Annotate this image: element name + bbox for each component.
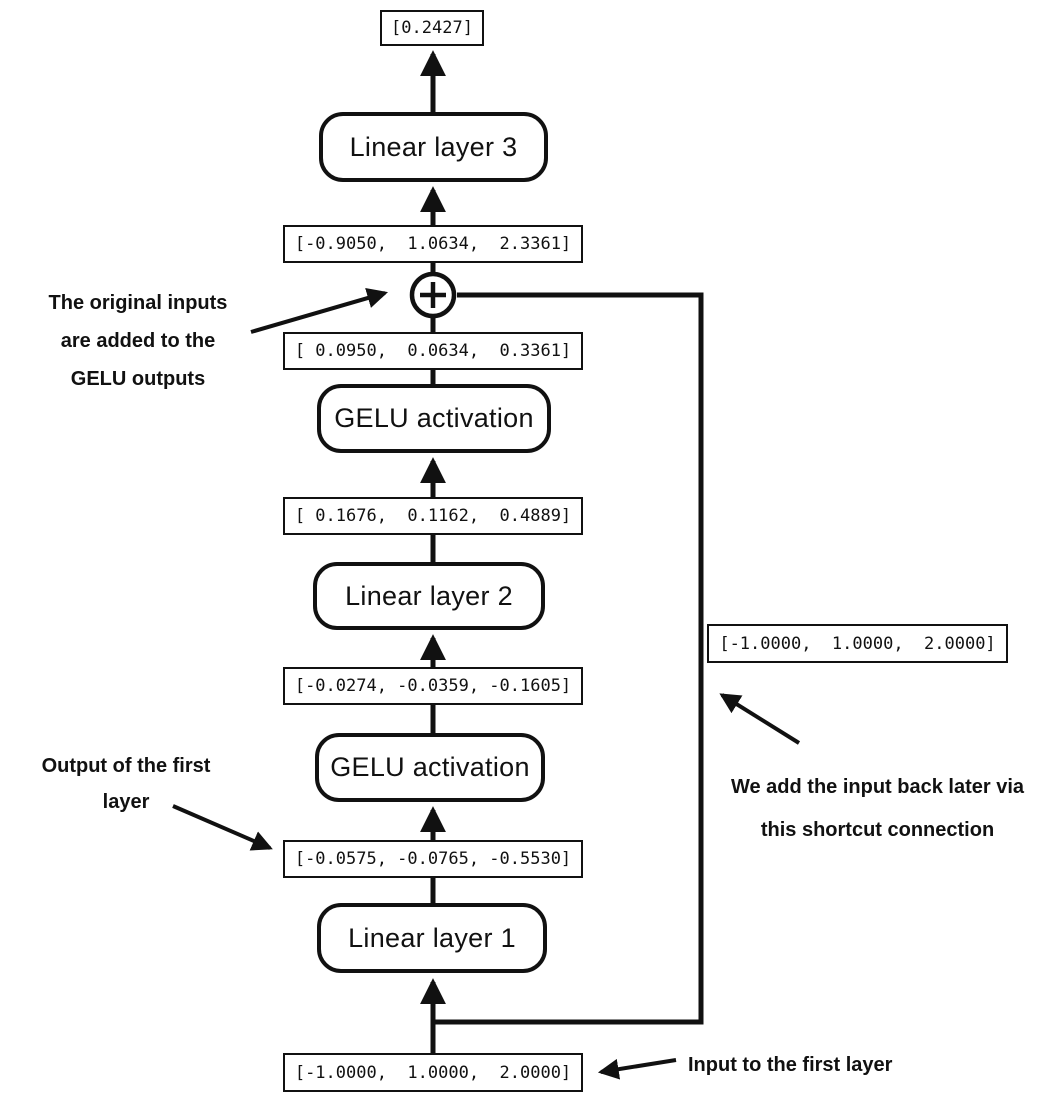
first-layer-output-annotation: Output of the first layer: [41, 755, 211, 813]
sum-output-box: [-0.9050, 1.0634, 2.3361]: [283, 225, 583, 263]
shortcut-value-box: [-1.0000, 1.0000, 2.0000]: [707, 624, 1008, 663]
gelu-upper-output-box: [ 0.0950, 0.0634, 0.3361]: [283, 332, 583, 370]
annotation-arrow-first-layer-output: [172, 804, 273, 851]
final-output-box: [0.2427]: [380, 10, 484, 46]
shortcut-annotation: We add the input back later via this sho…: [730, 776, 1025, 841]
linear-layer-3-node: Linear layer 3: [319, 112, 548, 182]
gelu-activation-upper-node: GELU activation: [317, 384, 551, 453]
gelu-lower-output-box: [-0.0274, -0.0359, -0.1605]: [283, 667, 583, 705]
linear-layer-1-node: Linear layer 1: [317, 903, 547, 973]
linear2-output-box: [ 0.1676, 0.1162, 0.4889]: [283, 497, 583, 535]
input-value-box: [-1.0000, 1.0000, 2.0000]: [283, 1053, 583, 1092]
annotation-arrow-shortcut: [719, 693, 801, 745]
linear-layer-2-node: Linear layer 2: [313, 562, 545, 630]
annotation-arrow-input: [597, 1058, 677, 1080]
linear1-output-box: [-0.0575, -0.0765, -0.5530]: [283, 840, 583, 878]
gelu-activation-lower-node: GELU activation: [315, 733, 545, 802]
add-node-icon: [409, 271, 457, 319]
shortcut-connection-line: [433, 292, 704, 1025]
add-note-annotation: The original inputs are added to the GEL…: [48, 292, 228, 390]
input-annotation: Input to the first layer: [688, 1054, 893, 1076]
annotation-arrow-add-note: [250, 287, 388, 334]
